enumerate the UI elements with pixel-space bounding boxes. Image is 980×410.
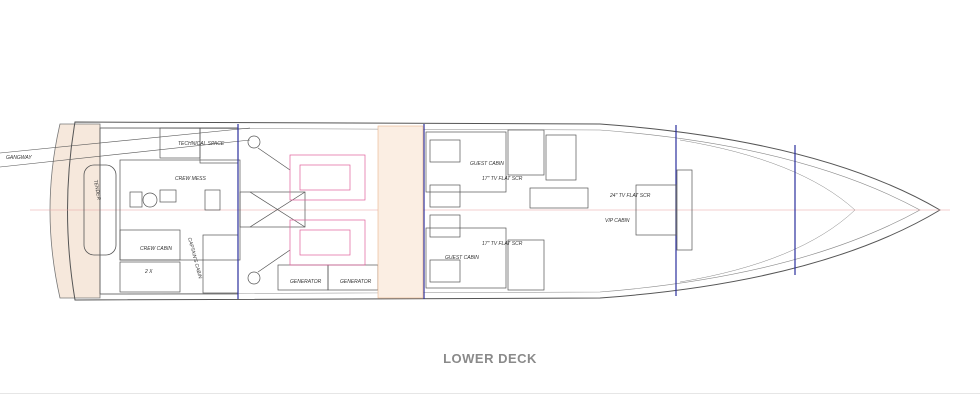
gangway-edge — [0, 139, 251, 168]
bow-lines — [679, 139, 856, 283]
label-generator-2: GENERATOR — [340, 279, 372, 285]
crew-area — [99, 127, 241, 295]
label-tv-vip: 24" TV FLAT SCR — [609, 193, 651, 199]
label-generator-1: GENERATOR — [290, 279, 322, 285]
hull-outline — [67, 121, 941, 301]
label-2x: 2 X — [144, 269, 153, 275]
label-crew-mess: CREW MESS — [175, 176, 207, 182]
divider — [0, 393, 980, 394]
engine-room — [239, 135, 379, 291]
label-guest-cabin-2: GUEST CABIN — [445, 255, 479, 261]
guest-area — [425, 129, 693, 291]
hatched-area — [377, 125, 424, 299]
label-vip-cabin: VIP CABIN — [605, 218, 630, 224]
label-crew-cabin: CREW CABIN — [140, 246, 172, 252]
label-tv-1: 17" TV FLAT SCR — [482, 176, 523, 182]
label-captains-cabin: CAPTAIN'S CABIN — [186, 237, 203, 280]
engines — [289, 154, 366, 266]
label-tender: TENDER — [92, 179, 102, 201]
bulkheads — [237, 124, 796, 299]
gangway — [0, 127, 251, 154]
hull-inner — [99, 127, 921, 295]
label-tv-2: 17" TV FLAT SCR — [482, 241, 523, 247]
label-gangway: GANGWAY — [6, 155, 32, 161]
label-technical-space: TECHNICAL SPACE — [178, 141, 225, 147]
label-guest-cabin-1: GUEST CABIN — [470, 161, 504, 167]
lower-deck-plan: GANGWAY TENDER CREW MESS TECHNICAL SPACE… — [0, 121, 950, 301]
deck-title: LOWER DECK — [443, 351, 537, 366]
swim-platform — [49, 123, 101, 299]
